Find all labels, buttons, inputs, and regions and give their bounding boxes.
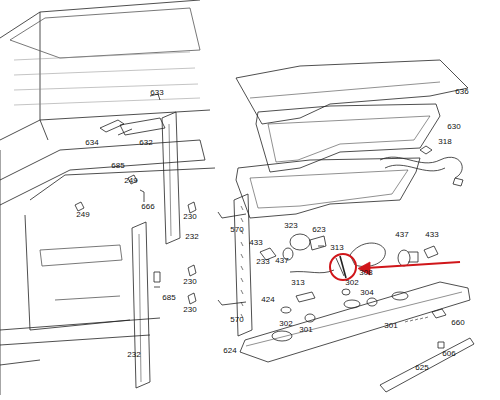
callout-number: 634 xyxy=(85,139,98,147)
highlight-callout xyxy=(330,254,460,280)
callout-number: 636 xyxy=(455,88,468,96)
bottom-channel xyxy=(240,282,474,392)
callout-number: 685 xyxy=(162,294,175,302)
light-housing xyxy=(236,60,468,218)
callout-number: 685 xyxy=(111,162,124,170)
callout-number: 570 xyxy=(230,226,243,234)
shelf-rails xyxy=(75,94,252,388)
callout-number: 249 xyxy=(124,177,137,185)
callout-number: 313 xyxy=(291,279,304,287)
callout-number: 308 xyxy=(359,269,372,277)
callout-number: 433 xyxy=(425,231,438,239)
callout-number: 230 xyxy=(183,306,196,314)
callout-number: 301 xyxy=(299,326,312,334)
callout-number: 437 xyxy=(395,231,408,239)
callout-number: 666 xyxy=(141,203,154,211)
fasteners xyxy=(281,289,446,348)
callout-number: 623 xyxy=(312,226,325,234)
callout-number: 230 xyxy=(183,213,196,221)
callout-number: 606 xyxy=(442,350,455,358)
wire-harness xyxy=(380,146,463,186)
callout-number: 433 xyxy=(249,239,262,247)
callout-number: 660 xyxy=(451,319,464,327)
callout-number: 313 xyxy=(330,244,343,252)
cabinet-interior xyxy=(0,0,215,395)
callout-number: 424 xyxy=(261,296,274,304)
callout-number: 624 xyxy=(223,347,236,355)
callout-number: 570 xyxy=(230,316,243,324)
callout-number: 302 xyxy=(345,279,358,287)
callout-number: 318 xyxy=(438,138,451,146)
callout-number: 323 xyxy=(284,222,297,230)
callout-number: 630 xyxy=(447,123,460,131)
callout-number: 625 xyxy=(415,364,428,372)
callout-number: 632 xyxy=(139,139,152,147)
callout-number: 233 xyxy=(256,258,269,266)
callout-number: 304 xyxy=(360,289,373,297)
callout-number: 249 xyxy=(76,211,89,219)
callout-number: 437 xyxy=(275,257,288,265)
callout-number: 301 xyxy=(384,322,397,330)
callout-number: 232 xyxy=(185,233,198,241)
callout-number: 302 xyxy=(279,320,292,328)
callout-number: 633 xyxy=(150,89,163,97)
callout-number: 232 xyxy=(127,351,140,359)
callout-number: 230 xyxy=(183,278,196,286)
